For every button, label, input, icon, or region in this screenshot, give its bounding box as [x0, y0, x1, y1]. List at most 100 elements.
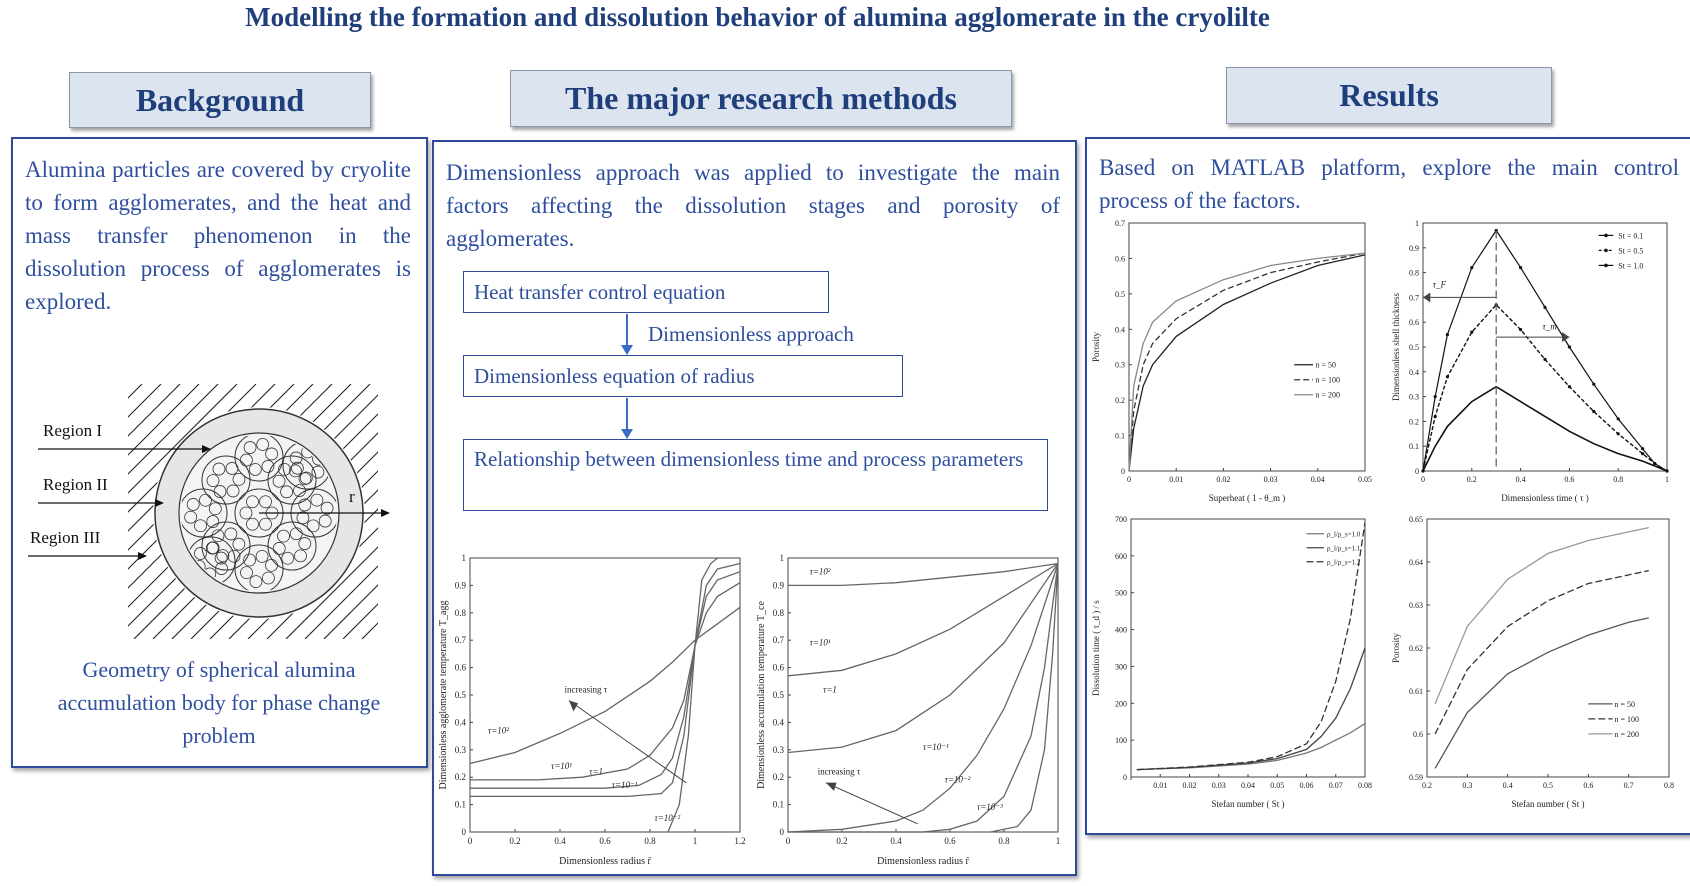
y-tick-label: 0.7 [773, 635, 785, 645]
background-panel: Alumina particles are covered by cryolit… [11, 137, 428, 768]
data-point [1567, 385, 1571, 389]
legend-entry: ρ_l/ρ_s=1.1 [1327, 545, 1361, 553]
background-caption: Geometry of spherical alumina accumulati… [57, 657, 381, 748]
particle-cluster [181, 488, 228, 538]
series-label: τ=10¹ [551, 761, 572, 771]
series-line [470, 562, 741, 798]
x-tick-label: 0.4 [890, 836, 902, 846]
series-line [1434, 569, 1649, 735]
series-line [788, 563, 1059, 833]
radius-equation-box: Dimensionless equation of radius [463, 355, 903, 397]
y-tick-label: 0.9 [455, 580, 467, 590]
particle-cluster [234, 435, 284, 482]
flow-arrow-1 [626, 314, 628, 348]
x-tick-label: 0.02 [1183, 781, 1197, 790]
particle-cluster [267, 455, 317, 505]
y-tick-label: 0.8 [773, 608, 785, 618]
x-tick-label: 0.3 [1462, 781, 1472, 790]
series-line [1422, 385, 1668, 472]
x-tick-label: 0 [468, 836, 473, 846]
x-tick-label: 0.8 [1613, 475, 1623, 484]
data-point [1567, 345, 1571, 349]
x-tick-label: 0.4 [1503, 781, 1513, 790]
y-tick-label: 0.1 [1115, 432, 1125, 441]
time-parameter-relationship-box: Relationship between dimensionless time … [463, 439, 1048, 511]
data-point [1445, 375, 1449, 379]
background-text: Alumina particles are covered by cryolit… [25, 157, 411, 314]
region-3-label: Region III [30, 528, 101, 547]
y-tick-label: 0.2 [773, 772, 784, 782]
x-tick-label: 0 [786, 836, 791, 846]
series-line [470, 557, 740, 833]
x-tick-label: 0.06 [1300, 781, 1314, 790]
legend-entry: n = 200 [1315, 391, 1340, 400]
series-line [470, 571, 741, 789]
y-tick-label: 0.6 [1115, 254, 1125, 263]
plot-area [1128, 222, 1366, 472]
particle-cluster [201, 521, 251, 571]
x-tick-label: 0.04 [1311, 475, 1325, 484]
x-tick-label: 0.04 [1241, 781, 1255, 790]
methods-text: Dimensionless approach was applied to in… [446, 160, 1060, 251]
x-tick-label: 1.2 [734, 836, 745, 846]
data-point [1616, 417, 1620, 421]
x-tick-label: 0.6 [599, 836, 611, 846]
x-tick-label: 0.8 [644, 836, 656, 846]
results-header: Results [1226, 67, 1552, 124]
series-label: τ=10⁻³ [977, 802, 1003, 812]
series-line [470, 582, 741, 781]
y-axis-label: Dissolution time ( τ_d ) / s [1091, 600, 1101, 696]
particle-cluster [267, 521, 317, 571]
legend-entry: n = 100 [1615, 715, 1640, 724]
y-tick-label: 700 [1115, 515, 1127, 524]
legend-entry: St = 0.5 [1618, 246, 1643, 255]
data-point [1445, 333, 1449, 337]
series-line [787, 562, 1059, 677]
series-line [1128, 252, 1366, 472]
radius-label: r [349, 487, 355, 506]
y-tick-label: 0.61 [1409, 687, 1423, 696]
legend-entry: ρ_l/ρ_s=1.2 [1327, 559, 1361, 567]
x-tick-label: 1 [693, 836, 698, 846]
x-tick-label: 0.01 [1153, 781, 1167, 790]
x-tick-label: 0.2 [1467, 475, 1477, 484]
y-tick-label: 1 [1415, 219, 1419, 228]
y-tick-label: 0 [1123, 773, 1127, 782]
x-tick-label: 0.03 [1212, 781, 1226, 790]
series-label: τ=10¹ [810, 638, 831, 648]
annotation-increasing-tau: increasing τ [565, 684, 608, 694]
data-point [1433, 414, 1437, 419]
y-tick-label: 0.2 [1115, 396, 1125, 405]
series-label: τ=10⁻² [655, 813, 681, 823]
y-tick-label: 0 [1121, 467, 1125, 476]
x-tick-label: 0.05 [1358, 475, 1372, 484]
y-tick-label: 0.8 [455, 608, 467, 618]
series-line [1136, 647, 1366, 771]
x-tick-label: 1 [1056, 836, 1061, 846]
x-tick-label: 0.7 [1624, 781, 1634, 790]
y-axis-label: Dimensionless shell thickness [1391, 293, 1401, 401]
y-tick-label: 0.63 [1409, 601, 1423, 610]
x-axis-label: Stefan number ( St ) [1212, 799, 1285, 809]
y-tick-label: 0.3 [1409, 393, 1419, 402]
y-tick-label: 0 [1415, 467, 1419, 476]
y-tick-label: 200 [1115, 699, 1127, 708]
data-point [1653, 461, 1657, 466]
x-tick-label: 0.02 [1216, 475, 1230, 484]
series-line [788, 562, 1059, 587]
x-tick-label: 0.8 [998, 836, 1010, 846]
heat-transfer-equation-box: Heat transfer control equation [463, 271, 829, 313]
data-point [1543, 305, 1547, 309]
series-line [1128, 254, 1366, 472]
y-tick-label: 0.3 [773, 745, 785, 755]
y-tick-label: 0.9 [773, 580, 785, 590]
data-point [1616, 432, 1620, 436]
y-tick-label: 400 [1115, 626, 1127, 635]
y-tick-label: 0.1 [773, 800, 784, 810]
y-tick-label: 0.5 [1115, 290, 1125, 299]
y-tick-label: 0.5 [455, 690, 467, 700]
series-label: τ=1 [589, 766, 603, 776]
y-tick-label: 0.59 [1409, 773, 1423, 782]
